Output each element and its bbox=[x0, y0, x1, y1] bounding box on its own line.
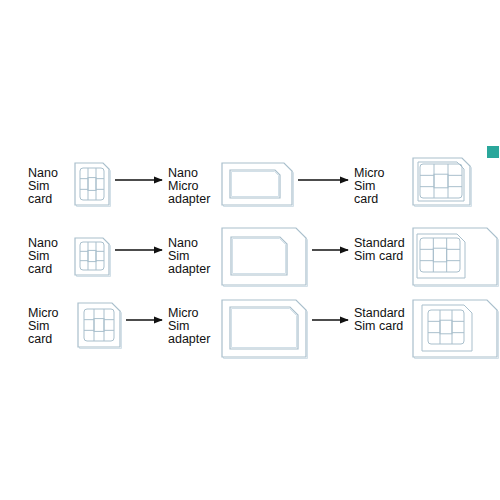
sim-chip bbox=[84, 309, 114, 341]
sim-chip bbox=[80, 168, 104, 200]
card-outline bbox=[78, 303, 120, 347]
card-outline bbox=[75, 238, 109, 275]
flow-arrow bbox=[126, 319, 162, 321]
sim-card-node: Micro Sim card bbox=[354, 158, 472, 207]
chip-center bbox=[433, 248, 446, 262]
chip-line bbox=[420, 175, 434, 176]
sim-illustration bbox=[220, 298, 308, 359]
chip-line bbox=[428, 332, 440, 333]
card-outline bbox=[222, 163, 292, 205]
sim-card-node: Standard Sim card bbox=[354, 228, 499, 287]
chip-outline bbox=[84, 309, 114, 341]
chip-line bbox=[80, 260, 88, 261]
chip-line bbox=[96, 189, 104, 190]
card-label: Nano Sim card bbox=[28, 167, 58, 206]
flow-arrow bbox=[115, 249, 162, 251]
inserted-card-outline bbox=[417, 234, 465, 278]
chip-line bbox=[452, 332, 464, 333]
chip-line bbox=[420, 249, 433, 250]
chip-line bbox=[104, 319, 114, 320]
card-label: Nano Sim card bbox=[28, 237, 58, 276]
card-label: Standard Sim card bbox=[354, 237, 405, 263]
sim-illustration bbox=[220, 226, 308, 287]
chip-line bbox=[96, 178, 104, 179]
card-outline bbox=[413, 158, 470, 205]
chip-center bbox=[88, 178, 96, 191]
accent-square bbox=[487, 146, 499, 158]
chip-center bbox=[94, 319, 104, 332]
sim-card-node: Standard Sim card bbox=[354, 300, 499, 359]
sim-illustration bbox=[220, 161, 294, 207]
chip-line bbox=[104, 330, 114, 331]
adapter-hole bbox=[230, 307, 298, 349]
chip-line bbox=[84, 330, 94, 331]
chip-line bbox=[80, 178, 88, 179]
inserted-card-outline bbox=[418, 162, 464, 201]
sim-illustration bbox=[411, 298, 499, 359]
adapter-hole-edge bbox=[232, 309, 297, 348]
card-label: Micro Sim adapter bbox=[168, 307, 210, 346]
chip-outline bbox=[420, 164, 462, 198]
chip-line bbox=[448, 186, 462, 187]
chip-center bbox=[440, 320, 452, 334]
chip-outline bbox=[80, 242, 104, 270]
adapter-hole-edge bbox=[232, 172, 279, 197]
chip-center bbox=[88, 250, 96, 261]
inserted-card-outline bbox=[422, 305, 472, 351]
sim-illustration bbox=[411, 156, 472, 207]
sim-card-node: Nano Sim card bbox=[28, 237, 111, 277]
sim-illustration bbox=[73, 161, 111, 207]
card-label: Nano Sim adapter bbox=[168, 237, 210, 276]
flow-arrow bbox=[115, 179, 162, 181]
chip-line bbox=[420, 186, 434, 187]
adapter-hole-edge bbox=[233, 239, 286, 274]
adapter-hole bbox=[231, 237, 287, 275]
sim-chip bbox=[420, 164, 462, 198]
sim-illustration bbox=[73, 236, 111, 277]
card-outline bbox=[413, 228, 497, 285]
sim-card-node: Nano Sim adapter bbox=[168, 228, 308, 287]
card-label: Micro Sim card bbox=[28, 307, 59, 346]
sim-illustration bbox=[76, 301, 122, 349]
chip-line bbox=[447, 249, 460, 250]
flow-arrow bbox=[312, 249, 348, 251]
sim-card-node: Micro Sim card bbox=[28, 303, 122, 349]
sim-chip bbox=[80, 242, 104, 270]
chip-line bbox=[96, 260, 104, 261]
chip-line bbox=[447, 260, 460, 261]
chip-line bbox=[428, 321, 440, 322]
chip-line bbox=[448, 175, 462, 176]
sim-card-node: Nano Micro adapter bbox=[168, 163, 294, 207]
chip-line bbox=[84, 319, 94, 320]
chip-line bbox=[80, 189, 88, 190]
sim-card-node: Micro Sim adapter bbox=[168, 300, 308, 359]
chip-line bbox=[420, 260, 433, 261]
card-label: Standard Sim card bbox=[354, 307, 405, 333]
sim-chip bbox=[420, 238, 460, 272]
card-outline bbox=[75, 163, 109, 205]
chip-line bbox=[80, 251, 88, 252]
chip-outline bbox=[420, 238, 460, 272]
sim-card-node: Nano Sim card bbox=[28, 163, 111, 207]
card-outline bbox=[413, 300, 497, 357]
chip-line bbox=[96, 251, 104, 252]
sim-chip bbox=[428, 310, 464, 344]
card-outline bbox=[222, 300, 306, 357]
flow-arrow bbox=[298, 179, 348, 181]
adapter-hole bbox=[230, 170, 280, 198]
chip-line bbox=[452, 321, 464, 322]
chip-center bbox=[434, 174, 448, 188]
chip-outline bbox=[80, 168, 104, 200]
card-outline bbox=[222, 228, 306, 285]
card-label: Nano Micro adapter bbox=[168, 167, 210, 206]
sim-illustration bbox=[411, 226, 499, 287]
flow-arrow bbox=[312, 319, 348, 321]
card-label: Micro Sim card bbox=[354, 167, 385, 206]
chip-outline bbox=[428, 310, 464, 344]
